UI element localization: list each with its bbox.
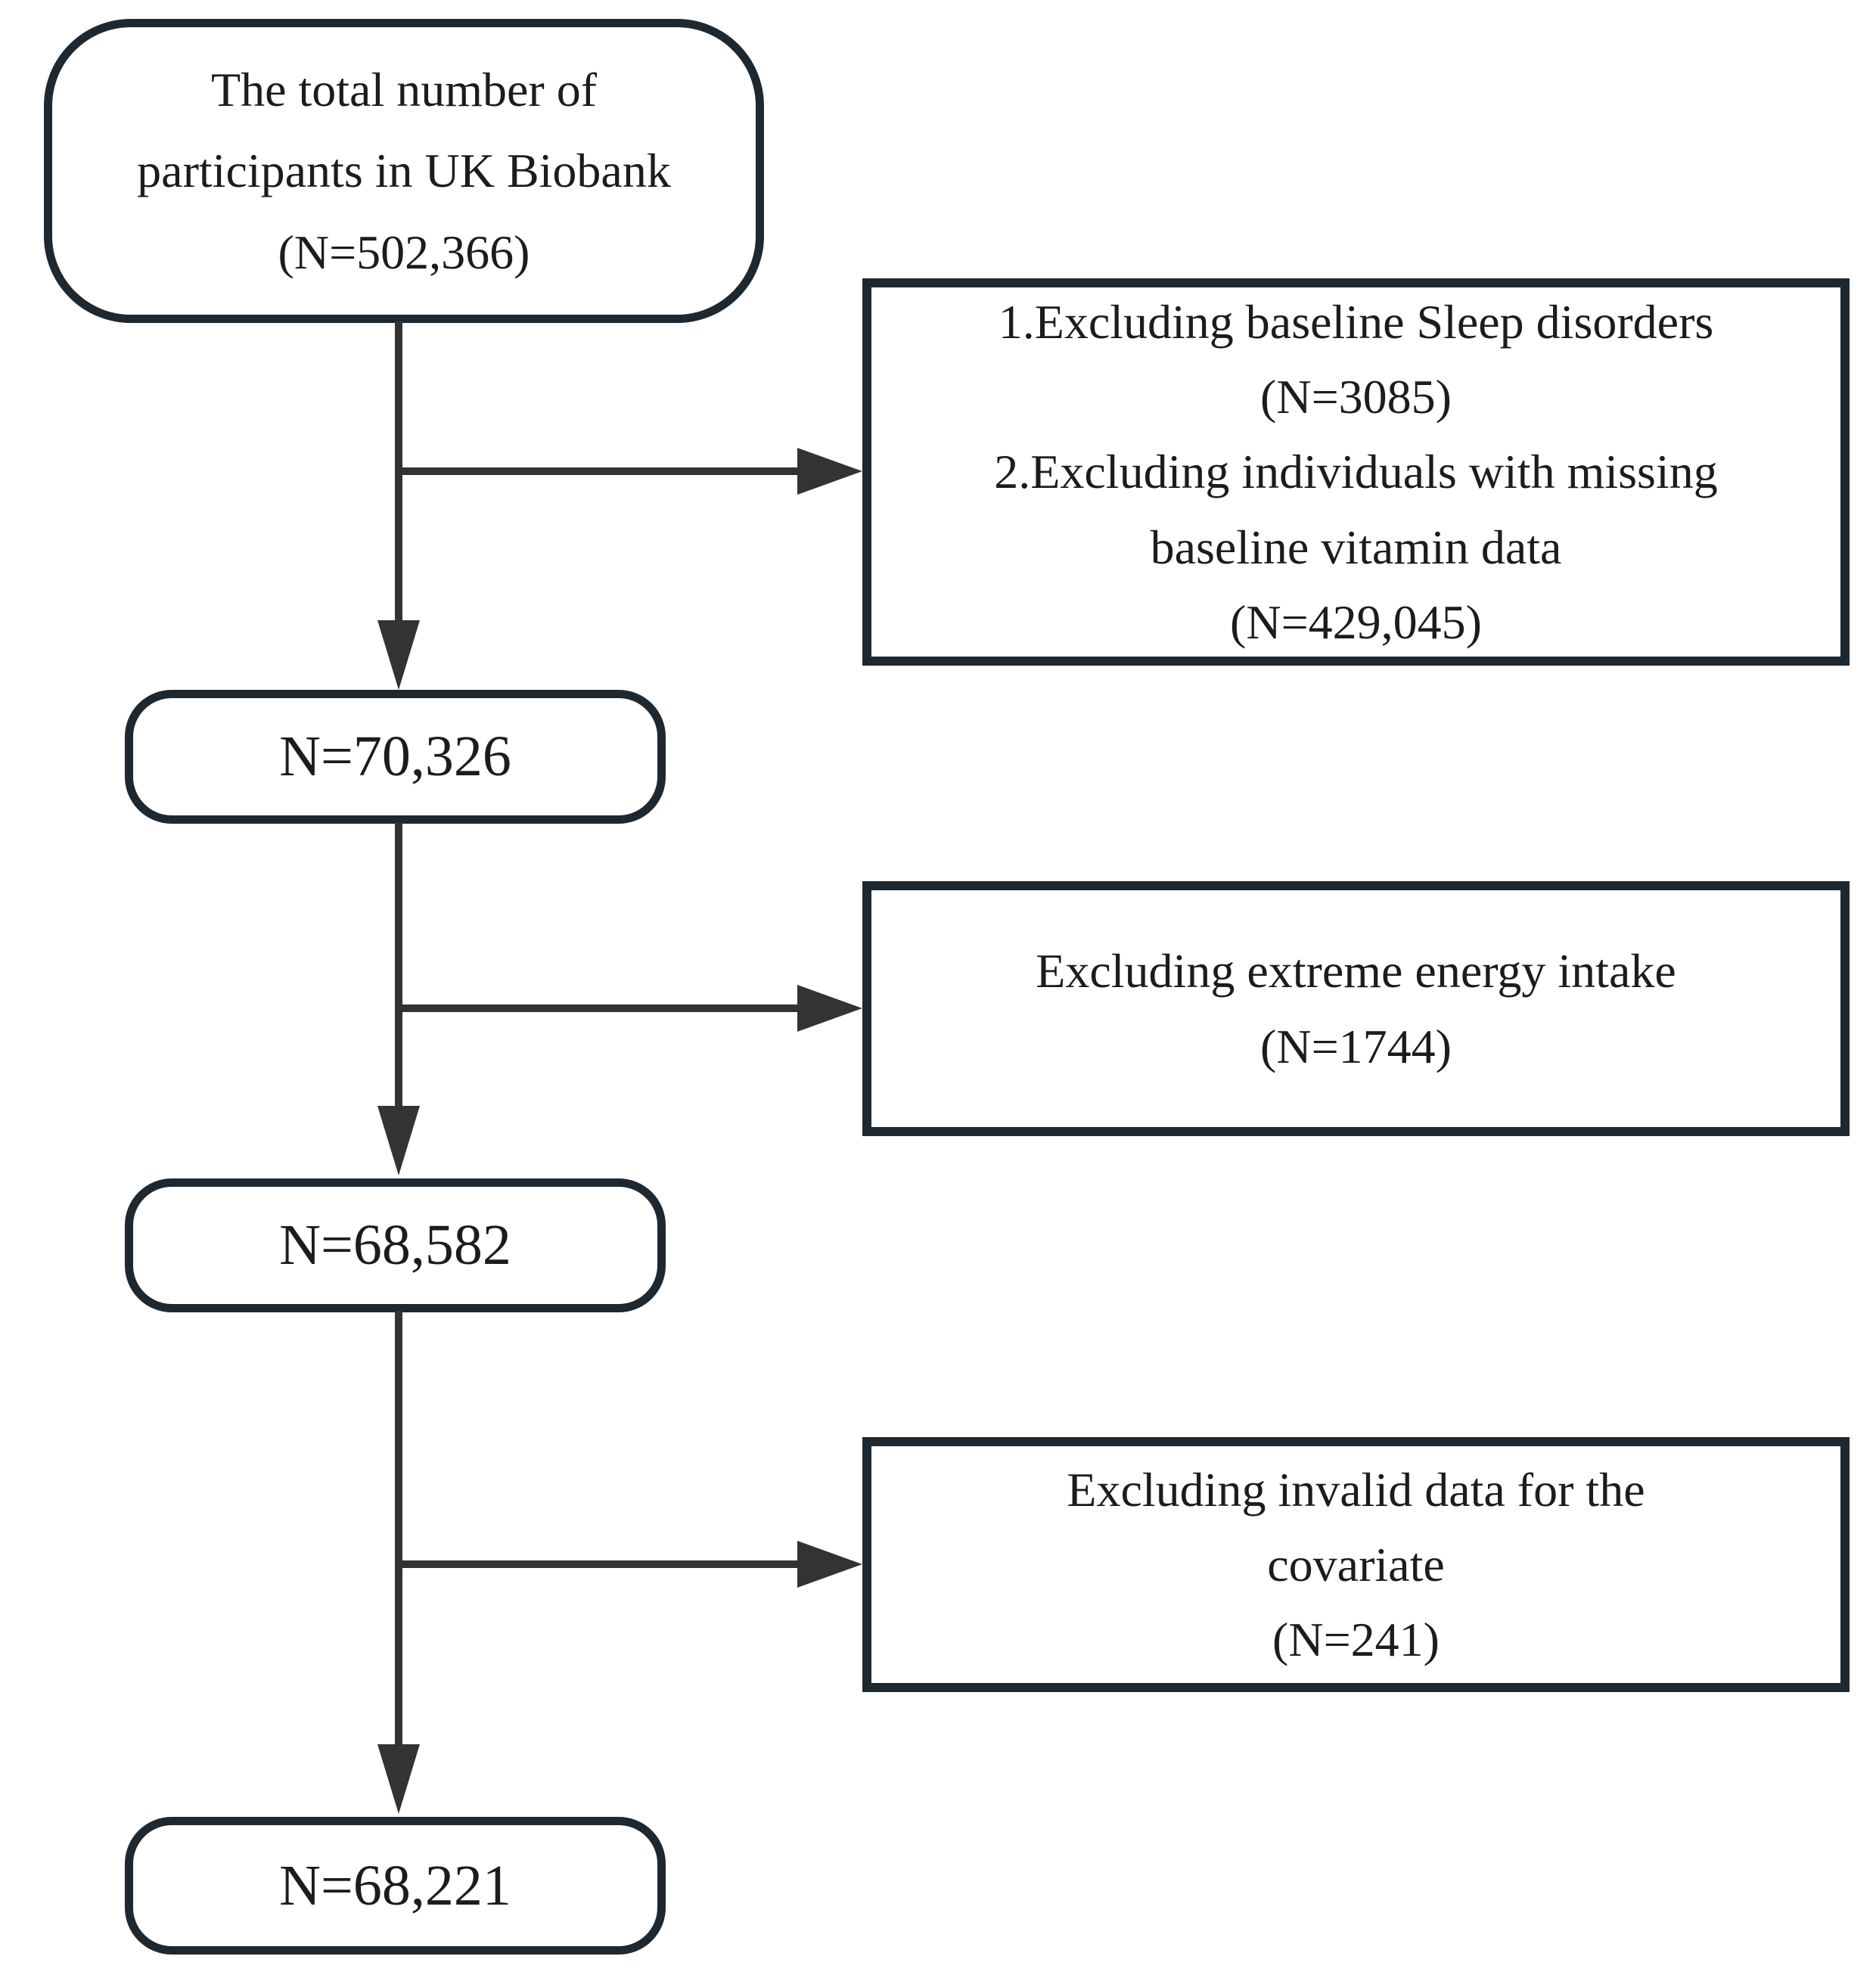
- count-node-70326: N=70,326: [125, 690, 666, 824]
- flow-line-branch-2: [399, 1004, 803, 1012]
- flow-line-branch-3: [399, 1560, 803, 1568]
- count-node-68582: N=68,582: [125, 1178, 666, 1312]
- exclusion-line: Excluding invalid data for the: [1067, 1462, 1645, 1517]
- arrowhead-right-icon: [797, 985, 862, 1032]
- arrowhead-right-icon: [797, 1541, 862, 1588]
- exclusion-count: (N=241): [1272, 1613, 1440, 1667]
- count-node-68221: N=68,221: [125, 1817, 666, 1955]
- exclusion-count: (N=3085): [1260, 370, 1452, 424]
- start-node-total-participants: The total number of participants in UK B…: [44, 19, 764, 323]
- exclusion-count: (N=429,045): [1230, 595, 1482, 649]
- exclusion-box-extreme-energy: Excluding extreme energy intake (N=1744): [862, 881, 1850, 1136]
- flow-line-vertical-3: [395, 1311, 402, 1750]
- exclusion-box-invalid-covariate: Excluding invalid data for the covariate…: [862, 1437, 1850, 1692]
- arrowhead-right-icon: [797, 448, 862, 495]
- exclusion-line: Excluding extreme energy intake: [1036, 944, 1676, 998]
- count-label: N=68,582: [279, 1213, 511, 1277]
- arrowhead-down-icon: [377, 1106, 420, 1175]
- exclusion-count: (N=1744): [1260, 1019, 1452, 1073]
- start-node-line: participants in UK Biobank: [137, 144, 671, 198]
- exclusion-line: baseline vitamin data: [1150, 520, 1562, 574]
- start-node-line: The total number of: [210, 62, 598, 116]
- exclusion-box-sleep-disorders-vitamin: 1.Excluding baseline Sleep disorders (N=…: [862, 278, 1850, 666]
- exclusion-line: 1.Excluding baseline Sleep disorders: [998, 295, 1714, 349]
- exclusion-line: covariate: [1267, 1537, 1445, 1591]
- count-label: N=68,221: [279, 1853, 511, 1917]
- exclusion-line: 2.Excluding individuals with missing: [994, 445, 1718, 499]
- start-node-line: (N=502,366): [278, 225, 530, 279]
- arrowhead-down-icon: [377, 1744, 420, 1814]
- arrowhead-down-icon: [377, 620, 420, 690]
- flow-line-branch-1: [399, 467, 803, 475]
- flow-line-vertical-2: [395, 822, 402, 1113]
- count-label: N=70,326: [279, 725, 511, 788]
